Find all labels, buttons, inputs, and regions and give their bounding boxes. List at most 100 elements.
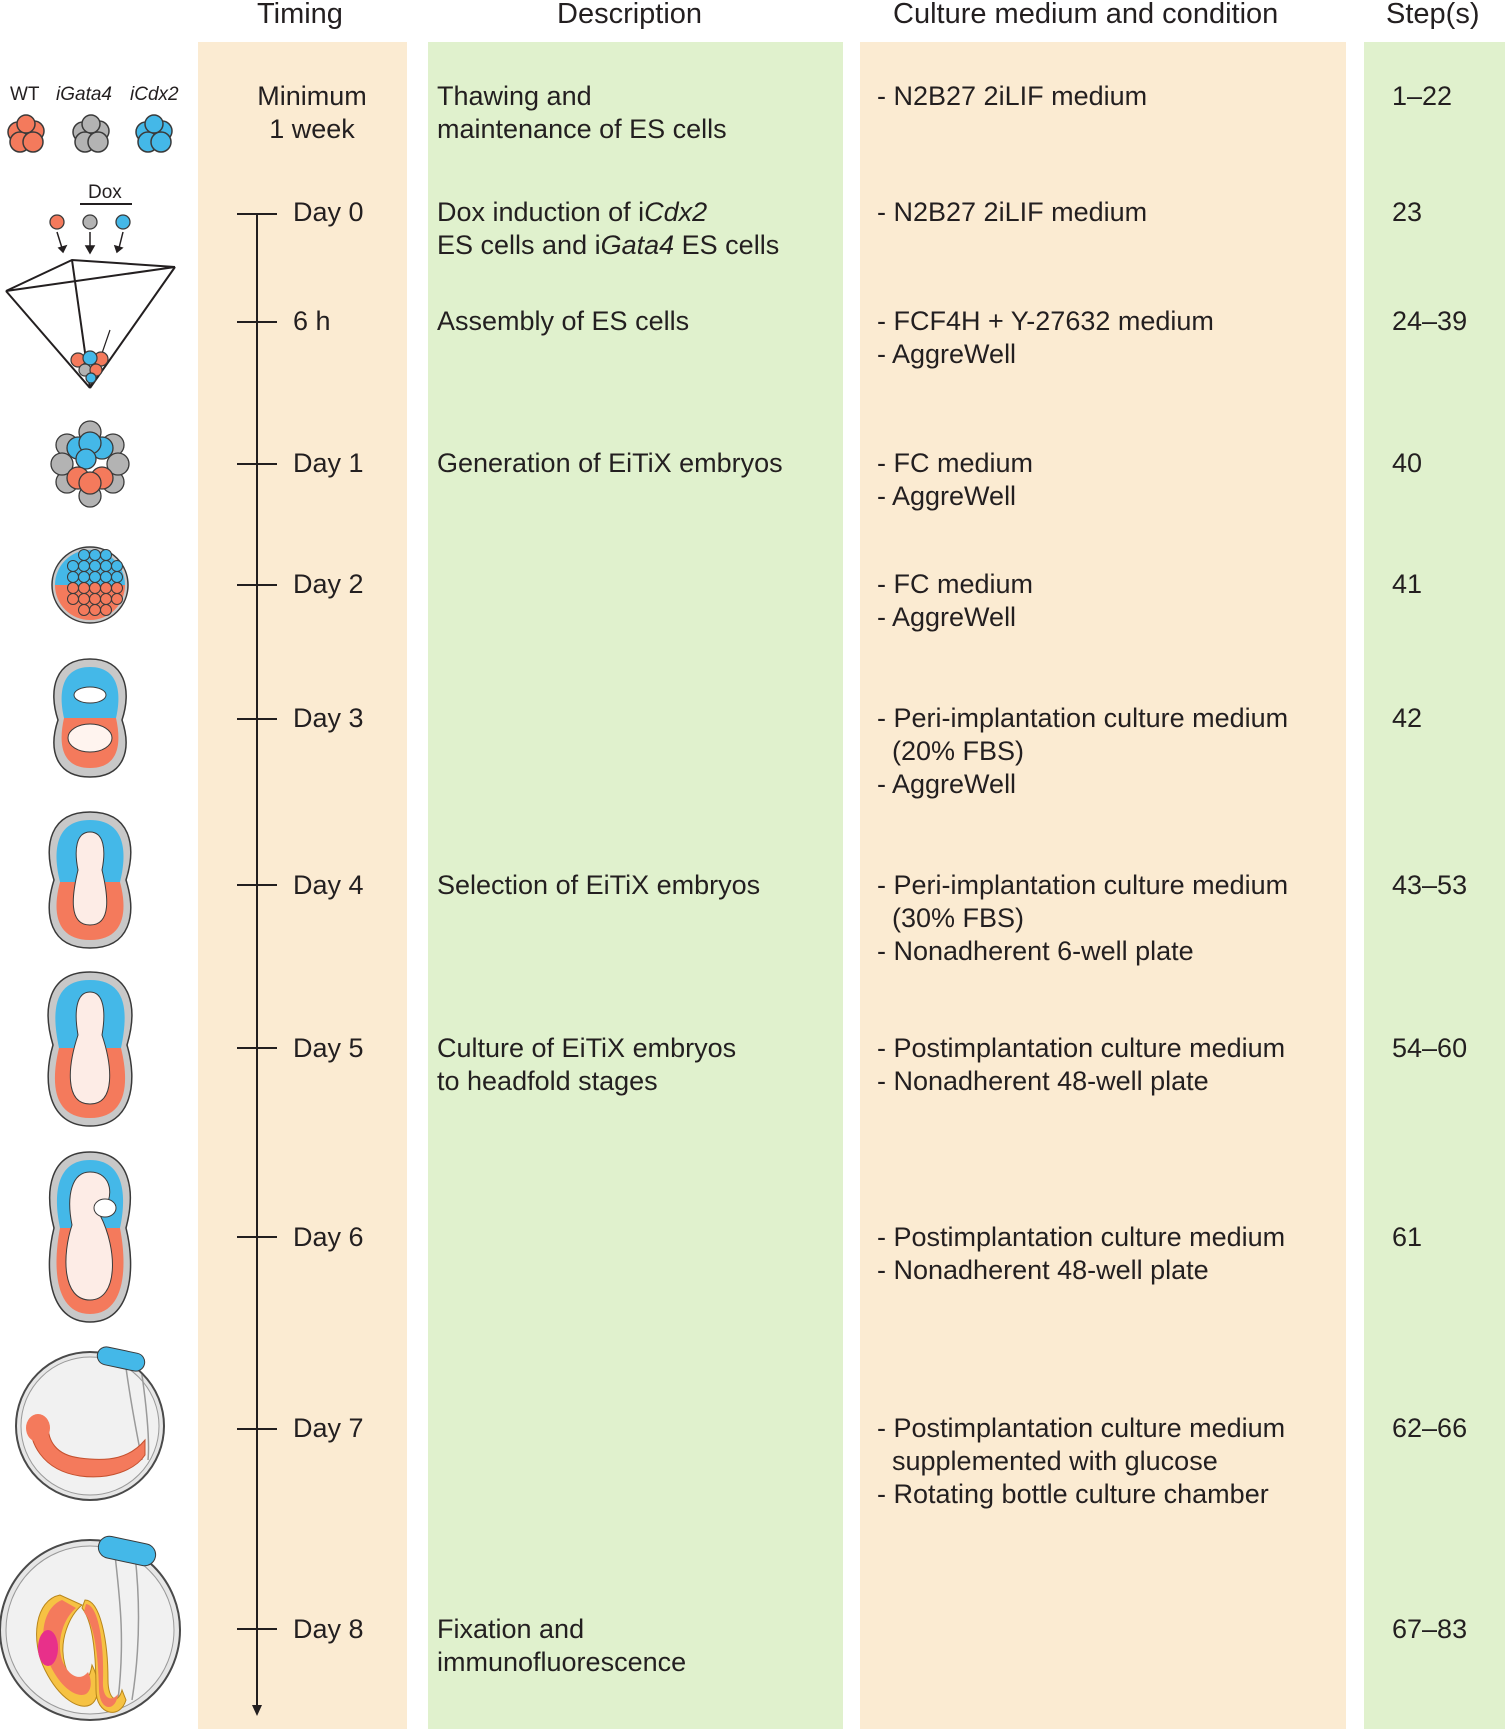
medium-line: - FCF4H + Y-27632 medium	[877, 306, 1214, 336]
steps-cell: 54–60	[1392, 1033, 1468, 1063]
day2-cell	[100, 582, 112, 594]
timing-text: 1 week	[269, 114, 355, 144]
description-segment: Thawing and	[437, 81, 592, 111]
timing-cell: Day 4	[293, 869, 364, 902]
wt-cell-cluster	[7, 114, 45, 153]
medium-line: supplemented with glucose	[877, 1446, 1218, 1476]
day2-cell	[100, 571, 112, 583]
timing-text: Day 5	[293, 1033, 364, 1063]
steps-cell: 42	[1392, 703, 1423, 733]
timing-text: Minimum	[257, 81, 367, 111]
description-segment: Selection of EiTiX embryos	[437, 870, 761, 900]
day2-cell	[100, 560, 112, 572]
medium-line: - AggreWell	[877, 602, 1017, 632]
day2-cell	[100, 549, 112, 561]
description-segment: to headfold stages	[437, 1066, 658, 1096]
day2-cell	[89, 571, 101, 583]
day2-cell	[78, 549, 90, 561]
dox-label: Dox	[88, 182, 122, 203]
medium-line: - Postimplantation culture medium	[877, 1413, 1286, 1443]
medium-column-background	[860, 42, 1346, 1729]
header-timing: Timing	[257, 0, 343, 30]
dox-cells	[49, 214, 131, 230]
steps-column-background	[1364, 42, 1505, 1729]
day2-cell	[78, 582, 90, 594]
dox-arrows	[56, 231, 124, 255]
day2-cell	[78, 593, 90, 605]
day5-embryo	[47, 971, 133, 1127]
description-segment: Cdx2	[644, 197, 708, 227]
medium-line: - N2B27 2iLIF medium	[877, 197, 1148, 227]
medium-cell: - FC medium- AggreWell	[877, 568, 1033, 634]
description-column-background	[428, 42, 843, 1729]
day2-cell	[111, 582, 123, 594]
description-line: Culture of EiTiX embryos	[437, 1032, 736, 1065]
day2-cell	[67, 571, 79, 583]
description-segment: Dox induction of	[437, 197, 639, 227]
timing-cell: Day 2	[293, 568, 364, 601]
medium-cell: - FCF4H + Y-27632 medium- AggreWell	[877, 305, 1214, 371]
description-segment: ES cells and	[437, 230, 595, 260]
description-segment: i	[594, 230, 601, 260]
description-line: Thawing and	[437, 80, 727, 113]
day2-cell	[100, 604, 112, 616]
medium-line: - AggreWell	[877, 339, 1017, 369]
igata4-label: iGata4	[56, 84, 112, 105]
description-segment: maintenance of ES cells	[437, 114, 727, 144]
day2-cell	[67, 582, 79, 594]
day6-embryo	[48, 1151, 132, 1323]
timing-cell: Day 7	[293, 1412, 364, 1445]
day2-cell	[67, 593, 79, 605]
header-description: Description	[557, 0, 703, 30]
description-segment: Assembly of ES cells	[437, 306, 690, 336]
day2-cell	[111, 571, 123, 583]
day2-cell	[67, 560, 79, 572]
medium-line: - AggreWell	[877, 481, 1017, 511]
medium-cell: - N2B27 2iLIF medium	[877, 80, 1147, 113]
header-medium: Culture medium and condition	[893, 0, 1279, 30]
steps-cell: 24–39	[1392, 306, 1468, 336]
timing-cell: 6 h	[293, 305, 331, 338]
description-segment: Culture of EiTiX embryos	[437, 1033, 737, 1063]
day7-embryo	[15, 1346, 165, 1501]
medium-line: - Nonadherent 6-well plate	[877, 936, 1194, 966]
day2-cell	[89, 604, 101, 616]
description-segment: i	[638, 197, 645, 227]
day2-cell	[78, 571, 90, 583]
medium-cell: - N2B27 2iLIF medium	[877, 196, 1147, 229]
medium-line: - Nonadherent 48-well plate	[877, 1066, 1209, 1096]
steps-cell: 43–53	[1392, 870, 1468, 900]
medium-cell: - Peri-implantation culture medium (30% …	[877, 869, 1288, 968]
description-line: Dox induction of iCdx2	[437, 196, 779, 229]
timing-cell: Day 1	[293, 447, 364, 480]
steps-cell: 61	[1392, 1222, 1423, 1252]
icdx2-label: iCdx2	[130, 84, 179, 105]
timing-text: Day 0	[293, 197, 364, 227]
day2-cell	[89, 560, 101, 572]
description-cell: Selection of EiTiX embryos	[437, 869, 760, 902]
description-line: ES cells and iGata4 ES cells	[437, 229, 779, 262]
aggregated-cells	[70, 350, 109, 384]
medium-line: - Rotating bottle culture chamber	[877, 1479, 1269, 1509]
day2-cell	[89, 582, 101, 594]
timing-text: Day 4	[293, 870, 364, 900]
description-segment: immunofluorescence	[437, 1647, 687, 1677]
medium-line: - FC medium	[877, 448, 1034, 478]
description-cell: Assembly of ES cells	[437, 305, 689, 338]
timing-text: Day 2	[293, 569, 364, 599]
icdx2-cell-cluster	[135, 114, 173, 153]
igata4-cell-cluster	[72, 114, 110, 153]
timing-cell: Day 8	[293, 1613, 364, 1646]
description-line: immunofluorescence	[437, 1646, 686, 1679]
timing-cell: Day 6	[293, 1221, 364, 1254]
steps-cell: 23	[1392, 197, 1423, 227]
timing-cell: Day 3	[293, 702, 364, 735]
description-segment: Fixation and	[437, 1614, 585, 1644]
medium-line: - N2B27 2iLIF medium	[877, 81, 1148, 111]
description-segment: Generation of EiTiX embryos	[437, 448, 783, 478]
medium-line: - Postimplantation culture medium	[877, 1033, 1286, 1063]
medium-line: (30% FBS)	[877, 903, 1025, 933]
